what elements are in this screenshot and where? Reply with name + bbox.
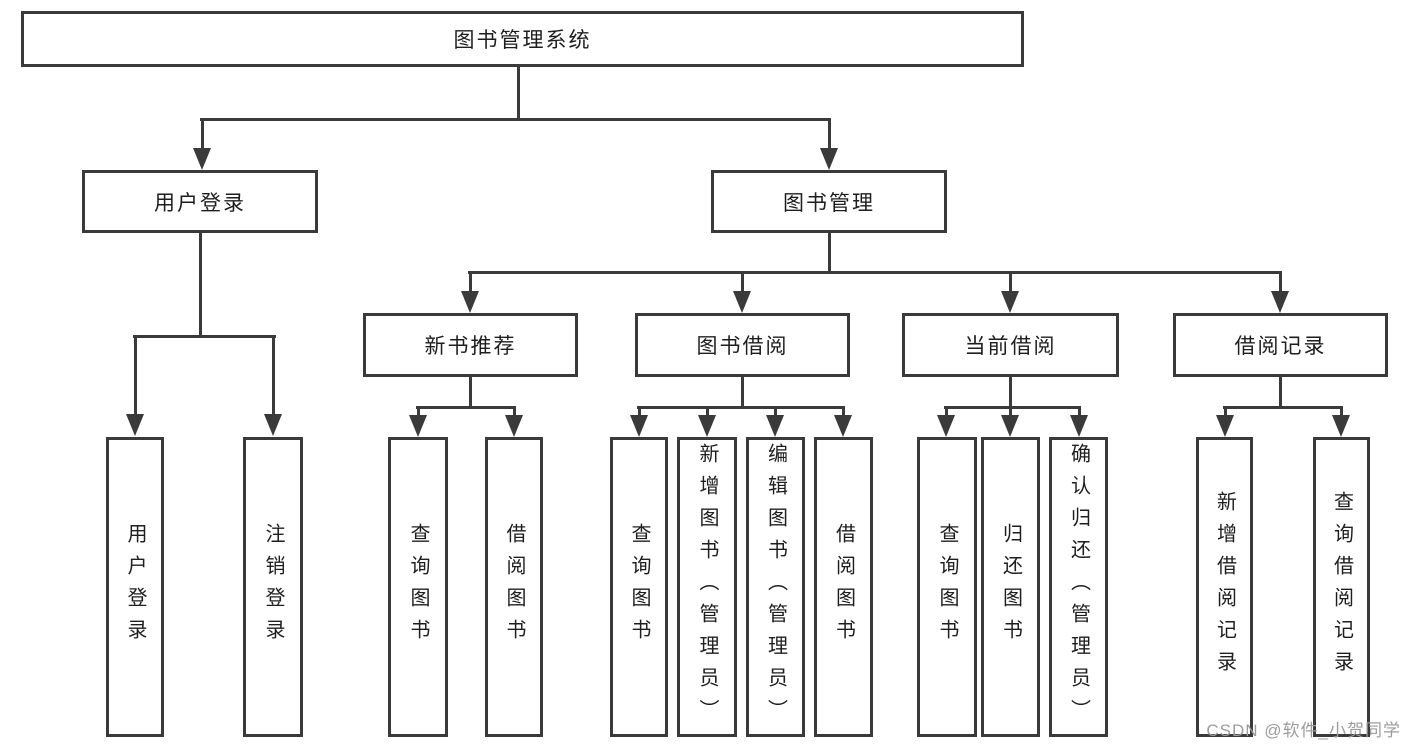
arrow-down-icon bbox=[834, 415, 852, 437]
leaf-query-borrow-record: 查询借阅记录 bbox=[1313, 437, 1370, 737]
connector-to-user-login bbox=[201, 118, 204, 150]
arrow-down-icon bbox=[766, 415, 784, 437]
connector-stub bbox=[945, 406, 948, 417]
arrow-down-icon bbox=[1332, 415, 1350, 437]
connector-to-current-borrowing bbox=[1009, 274, 1012, 293]
connector-stub bbox=[1009, 406, 1012, 417]
arrow-down-icon bbox=[126, 414, 144, 436]
connector-current-borrowing-vertical bbox=[1009, 377, 1012, 408]
connector-user-login-vertical bbox=[199, 233, 202, 337]
leaf-edit-book-admin: 编辑图书（管理员） bbox=[746, 437, 805, 737]
arrow-down-icon bbox=[409, 415, 427, 437]
leaf-logout: 注销登录 bbox=[243, 437, 303, 737]
connector-current-borrowing-horizontal bbox=[944, 406, 1081, 409]
leaf-user-login: 用户登录 bbox=[106, 437, 164, 737]
connector-stub bbox=[774, 406, 777, 417]
connector-borrowing-records-horizontal bbox=[1223, 406, 1343, 409]
connector-new-book-vertical bbox=[469, 377, 472, 408]
leaf-borrow-books-recommend: 借阅图书 bbox=[485, 437, 543, 737]
arrow-down-icon bbox=[1001, 291, 1019, 313]
node-book-management: 图书管理 bbox=[711, 170, 947, 233]
node-borrowing-records: 借阅记录 bbox=[1173, 313, 1388, 377]
connector-book-borrowing-vertical bbox=[741, 377, 744, 408]
node-new-book-recommend: 新书推荐 bbox=[363, 313, 578, 377]
connector-borrowing-records-vertical bbox=[1279, 377, 1282, 408]
connector-root-vertical bbox=[517, 67, 520, 120]
leaf-query-books-current: 查询图书 bbox=[917, 437, 977, 737]
connector-stub bbox=[842, 406, 845, 417]
leaf-query-books-recommend: 查询图书 bbox=[388, 437, 448, 737]
arrow-down-icon bbox=[1216, 415, 1234, 437]
arrow-down-icon bbox=[733, 291, 751, 313]
connector-to-new-book-recommend bbox=[469, 274, 472, 293]
connector-root-horizontal bbox=[200, 118, 831, 121]
arrow-down-icon bbox=[630, 415, 648, 437]
arrow-down-icon bbox=[1271, 291, 1289, 313]
leaf-borrow-books: 借阅图书 bbox=[814, 437, 873, 737]
node-book-borrowing: 图书借阅 bbox=[635, 313, 850, 377]
connector-stub bbox=[706, 406, 709, 417]
leaf-query-books-borrowing: 查询图书 bbox=[610, 437, 668, 737]
arrow-down-icon bbox=[193, 148, 211, 170]
leaf-confirm-return-admin: 确认归还（管理员） bbox=[1049, 437, 1108, 737]
leaf-add-book-admin: 新增图书（管理员） bbox=[677, 437, 737, 737]
connector-stub bbox=[1340, 406, 1343, 417]
connector-stub bbox=[638, 406, 641, 417]
arrow-down-icon bbox=[1070, 415, 1088, 437]
leaf-return-books: 归还图书 bbox=[981, 437, 1040, 737]
connector-stub bbox=[1224, 406, 1227, 417]
leaf-add-borrow-record: 新增借阅记录 bbox=[1196, 437, 1253, 737]
node-user-login: 用户登录 bbox=[82, 170, 318, 233]
node-current-borrowing: 当前借阅 bbox=[902, 313, 1119, 377]
connector-new-book-horizontal bbox=[416, 406, 516, 409]
arrow-down-icon bbox=[1001, 415, 1019, 437]
connector-stub bbox=[1078, 406, 1081, 417]
connector-book-management-horizontal bbox=[468, 271, 1282, 274]
connector-book-management-vertical bbox=[828, 233, 831, 274]
connector-book-borrowing-horizontal bbox=[637, 406, 845, 409]
arrow-down-icon bbox=[698, 415, 716, 437]
connector-to-borrowing-records bbox=[1279, 274, 1282, 293]
connector-stub bbox=[417, 406, 420, 417]
arrow-down-icon bbox=[820, 148, 838, 170]
arrow-down-icon bbox=[264, 414, 282, 436]
arrow-down-icon bbox=[937, 415, 955, 437]
connector-user-login-horizontal bbox=[133, 335, 276, 338]
node-library-management-system: 图书管理系统 bbox=[21, 11, 1024, 67]
connector-to-book-management bbox=[828, 118, 831, 150]
connector-to-leaf-logout bbox=[272, 335, 275, 415]
connector-to-leaf-user-login bbox=[134, 335, 137, 415]
connector-to-book-borrowing bbox=[741, 274, 744, 293]
arrow-down-icon bbox=[461, 291, 479, 313]
connector-stub bbox=[513, 406, 516, 417]
csdn-watermark: CSDN @软件_小贺同学 bbox=[1206, 721, 1401, 740]
arrow-down-icon bbox=[505, 415, 523, 437]
